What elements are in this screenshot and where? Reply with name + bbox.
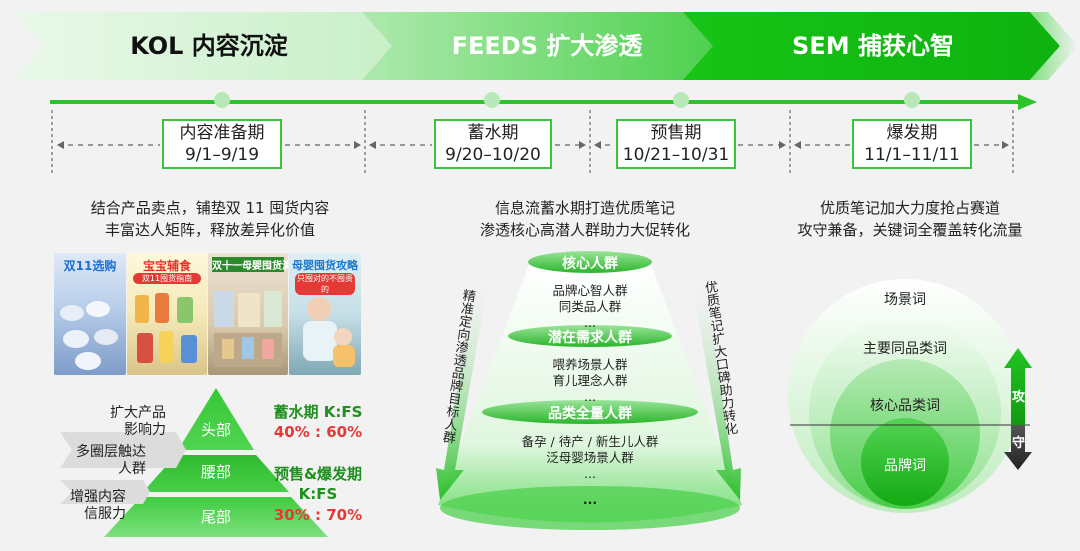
pyramid-layer-waist: 腰部 bbox=[200, 463, 231, 481]
period-box-storage: 蓄水期 9/20–10/20 bbox=[434, 119, 552, 169]
ratio-storage-heading: 蓄水期 K:FS bbox=[273, 403, 363, 421]
stage-label-feeds: FEEDS 扩大渗透 bbox=[451, 32, 643, 60]
funnel-pill-1 bbox=[528, 251, 652, 273]
ratio-presale-heading: 预售&爆发期 bbox=[273, 465, 363, 483]
period-name: 蓄水期 bbox=[467, 123, 519, 143]
attack-arrow bbox=[1004, 348, 1032, 425]
thumbnail-image: 双11选购 bbox=[54, 253, 126, 375]
stage-chevron-feeds bbox=[362, 12, 730, 80]
description-sem: 优质笔记加大力度抢占赛道 攻守兼备，关键词全覆盖转化流量 bbox=[797, 199, 1023, 239]
pyramid-top bbox=[178, 388, 254, 450]
pyramid-middle bbox=[143, 455, 289, 492]
period-dates: 9/20–10/20 bbox=[445, 145, 541, 165]
period-name: 爆发期 bbox=[886, 123, 938, 143]
description-kol: 结合产品卖点，铺垫双 11 囤货内容 丰富达人矩阵，释放差异化价值 bbox=[90, 199, 330, 239]
formula-cans-illustration bbox=[60, 301, 118, 370]
defend-arrow bbox=[1004, 425, 1032, 470]
stage-chevron-kol bbox=[14, 12, 405, 80]
pyramid-ribbon bbox=[60, 432, 186, 468]
period-box-burst: 爆发期 11/1–11/11 bbox=[852, 119, 972, 169]
period-dividers bbox=[51, 110, 1014, 176]
baby-food-products-illustration bbox=[135, 293, 197, 363]
description-feeds: 信息流蓄水期打造优质笔记 渗透核心高潜人群助力大促转化 bbox=[479, 199, 690, 239]
period-dates: 9/1–9/19 bbox=[184, 145, 260, 165]
thumbnail-image: 双十一母婴囤货清单 bbox=[208, 253, 288, 375]
funnel-tier-core: 核心人群 bbox=[562, 256, 618, 272]
keyword-scene: 场景词 bbox=[884, 292, 926, 308]
pyramid-ribbon bbox=[60, 480, 150, 504]
ratio-storage-value: 40% : 60% bbox=[273, 423, 363, 441]
circle-brand-keywords bbox=[861, 418, 949, 506]
funnel-tier-category: 品类全量人群 bbox=[548, 406, 632, 422]
pyramid-left-label-bottom: 增强内容 信服力 bbox=[70, 489, 126, 522]
funnel-bottom-ellipsis: ... bbox=[582, 492, 598, 507]
timeline-dot bbox=[673, 92, 689, 108]
keyword-brand: 品牌词 bbox=[884, 458, 926, 474]
shopping-list-illustration bbox=[214, 291, 282, 367]
ratio-presale-value: 30% : 70% bbox=[273, 506, 363, 524]
ratio-presale-heading-2: K:FS bbox=[298, 485, 338, 503]
period-box-prep: 内容准备期 9/1–9/19 bbox=[162, 119, 282, 169]
funnel-body bbox=[438, 262, 742, 523]
stage-chevron-tail bbox=[1030, 12, 1078, 80]
funnel-tier-category-items: 备孕 / 待产 / 新生儿人群 泛母婴场景人群 ... bbox=[521, 434, 659, 481]
timeline-dot bbox=[214, 92, 230, 108]
defend-label: 守 bbox=[1012, 436, 1026, 451]
period-name: 预售期 bbox=[650, 123, 702, 143]
pyramid-left-label-middle: 多圈层触达 人群 bbox=[76, 444, 146, 477]
keyword-main-category: 主要同品类词 bbox=[863, 341, 947, 357]
pyramid-layer-head: 头部 bbox=[200, 421, 231, 439]
thumbnail-image: 母婴囤货攻略 只囤对的不囤贵的 bbox=[289, 253, 361, 375]
funnel-left-arrow bbox=[436, 266, 491, 500]
funnel-right-arrow bbox=[689, 266, 741, 500]
timeline-arrowhead bbox=[1018, 94, 1037, 110]
funnel-base bbox=[440, 486, 740, 530]
funnel-tier-core-items: 品牌心智人群 同类品人群 ... bbox=[552, 283, 628, 330]
funnel-pill-2 bbox=[508, 325, 672, 347]
stage-label-kol: KOL 内容沉淀 bbox=[130, 32, 288, 60]
pyramid-bottom bbox=[104, 497, 328, 537]
funnel-tier-potential: 潜在需求人群 bbox=[548, 330, 632, 346]
pyramid-left-label-top: 扩大产品 影响力 bbox=[110, 405, 166, 438]
mother-and-baby-illustration bbox=[303, 297, 355, 367]
stage-label-sem: SEM 捕获心智 bbox=[792, 32, 954, 60]
keyword-core-category: 核心品类词 bbox=[870, 398, 940, 414]
pyramid-layer-tail: 尾部 bbox=[200, 508, 231, 526]
attack-label: 攻 bbox=[1012, 390, 1026, 405]
period-box-presale: 预售期 10/21–10/31 bbox=[616, 119, 736, 169]
period-dates: 10/21–10/31 bbox=[622, 145, 730, 165]
period-name: 内容准备期 bbox=[179, 123, 265, 143]
timeline-dot bbox=[904, 92, 920, 108]
thumbnail-image: 宝宝辅食 双11囤货指南 bbox=[127, 253, 207, 375]
period-dates: 11/1–11/11 bbox=[864, 145, 960, 165]
funnel-pill-3 bbox=[482, 400, 698, 424]
funnel-tier-potential-items: 喂养场景人群 育儿理念人群 ... bbox=[552, 357, 628, 404]
stage-chevron-sem bbox=[683, 12, 1060, 80]
timeline-dot bbox=[484, 92, 500, 108]
